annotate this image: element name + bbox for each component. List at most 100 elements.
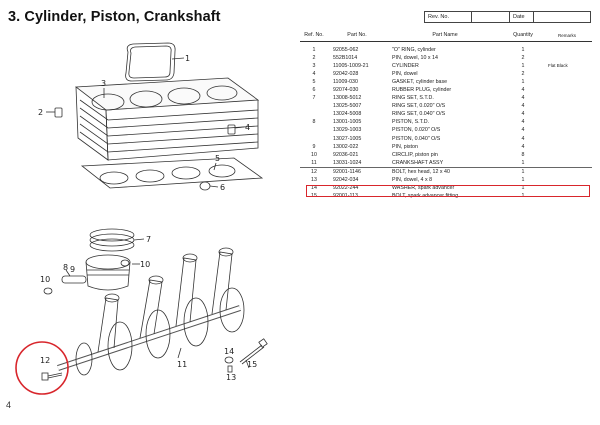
- circlip-part: [120, 259, 130, 267]
- cell-remarks: [542, 94, 592, 102]
- cell-ref-no: 11: [300, 158, 328, 168]
- cell-remarks: Flat Black: [548, 62, 568, 68]
- cell-quantity: 2: [521, 70, 525, 77]
- header-part-name: Part Name: [386, 30, 504, 42]
- cell-quantity: 4: [521, 111, 525, 118]
- cell-remarks: [542, 54, 592, 62]
- cell-part-name: PISTON, 0.020" O/S: [392, 127, 441, 134]
- callout-label: 10: [40, 275, 50, 284]
- cell-remarks: [542, 102, 592, 110]
- piston-pin-part: [61, 275, 87, 284]
- date-value: [534, 12, 590, 22]
- callout-label: 14: [224, 347, 234, 356]
- cell-part-no: 13001-1005: [333, 119, 362, 126]
- piston-part: [85, 254, 131, 291]
- dowel-pin-part: [54, 107, 63, 118]
- cell-ref-no: 2: [312, 54, 316, 61]
- callout-label: 4: [245, 123, 250, 132]
- cell-quantity: 4: [521, 119, 525, 126]
- cell-ref-no: [300, 102, 328, 110]
- spark-advancer-washer-part: [224, 356, 234, 364]
- cell-part-no: 92074-030: [333, 86, 359, 93]
- cell-part-name: "O" RING, cylinder: [392, 46, 436, 53]
- cell-part-no: 92042-034: [333, 177, 359, 183]
- cell-ref-no: [300, 110, 328, 118]
- cell-quantity: 2: [521, 54, 525, 61]
- cell-part-no: 13027-1005: [333, 135, 362, 142]
- cell-part-name: CRANKSHAFT ASSY: [386, 158, 504, 168]
- cell-remarks: [542, 167, 592, 176]
- cell-remarks: [542, 192, 592, 200]
- parts-list-table: Ref. No. Part No. Part Name Quantity Rem…: [300, 30, 592, 200]
- cell-part-name: CIRCLIP, piston pin: [392, 151, 438, 158]
- cell-ref-no: 1: [312, 46, 316, 53]
- cell-part-no: 13025-5007: [333, 103, 362, 110]
- cell-part-no: 11009-030: [333, 78, 358, 85]
- cell-part-name: RING SET, 0.040" O/S: [392, 111, 446, 118]
- callout-label: 5: [215, 154, 220, 163]
- cell-remarks: [542, 184, 592, 192]
- cell-part-name: RING SET, S.T.D.: [392, 95, 434, 102]
- cell-ref-no: 10: [311, 151, 317, 158]
- cell-part-no: 13031-1024: [328, 158, 386, 168]
- cell-part-name: GASKET, cylinder base: [392, 78, 448, 85]
- cell-remarks: [542, 78, 592, 86]
- cell-remarks: [542, 86, 592, 94]
- date-label: Date: [510, 12, 534, 22]
- exploded-parts-diagram: 1 2 3 4 5 6 7 8 9 10 10 11 12 13 14 15: [0, 30, 290, 400]
- cell-ref-no: 3: [312, 62, 316, 69]
- dowel-pin-part: [227, 365, 233, 373]
- cell-part-no: 13008-5012: [333, 95, 362, 102]
- cell-remarks: [542, 135, 592, 143]
- cell-part-no: 92055-062: [333, 46, 359, 53]
- cell-part-no: 13002-022: [333, 143, 359, 150]
- cell-ref-no: 6: [312, 86, 316, 93]
- cell-part-name: BOLT, spark advancer fitting: [392, 193, 459, 200]
- cell-remarks: [542, 143, 592, 151]
- cell-remarks: [542, 110, 592, 118]
- cell-quantity: 4: [521, 127, 525, 134]
- cell-part-name: CYLINDER: [392, 62, 419, 69]
- revision-box: Rev. No. Date: [424, 11, 591, 23]
- callout-label: 13: [226, 373, 236, 382]
- cell-part-no: 552B1014: [333, 54, 358, 61]
- cell-part-name: RING SET, 0.020" O/S: [392, 103, 446, 110]
- cell-quantity: 1: [504, 158, 542, 168]
- callout-label: 3: [101, 79, 106, 88]
- cell-ref-no: 4: [312, 70, 316, 77]
- cell-part-no: 92001-113: [333, 193, 358, 200]
- cell-remarks: [542, 158, 592, 168]
- cell-quantity: 4: [521, 143, 525, 150]
- circlip-part: [43, 287, 53, 295]
- cell-part-name: PIN, dowel: [392, 70, 418, 77]
- cell-remarks: [542, 151, 592, 159]
- cell-remarks: [542, 126, 592, 134]
- cell-quantity: 8: [521, 151, 525, 158]
- callout-label: 6: [220, 183, 225, 192]
- rubber-plug-part: [199, 181, 211, 191]
- header-ref-no: Ref. No.: [300, 30, 328, 42]
- cell-remarks: [542, 176, 592, 184]
- cell-quantity: 1: [521, 177, 525, 183]
- cell-quantity: 1: [521, 193, 525, 200]
- cell-part-no: 11005-1009-21: [333, 62, 369, 69]
- cell-remarks: [542, 70, 592, 78]
- cell-part-name: PISTON, 0.040" O/S: [392, 135, 441, 142]
- cylinder-block-part: [74, 77, 260, 161]
- cell-part-name: PISTON, S.T.D.: [392, 119, 429, 126]
- cell-remarks: [542, 118, 592, 126]
